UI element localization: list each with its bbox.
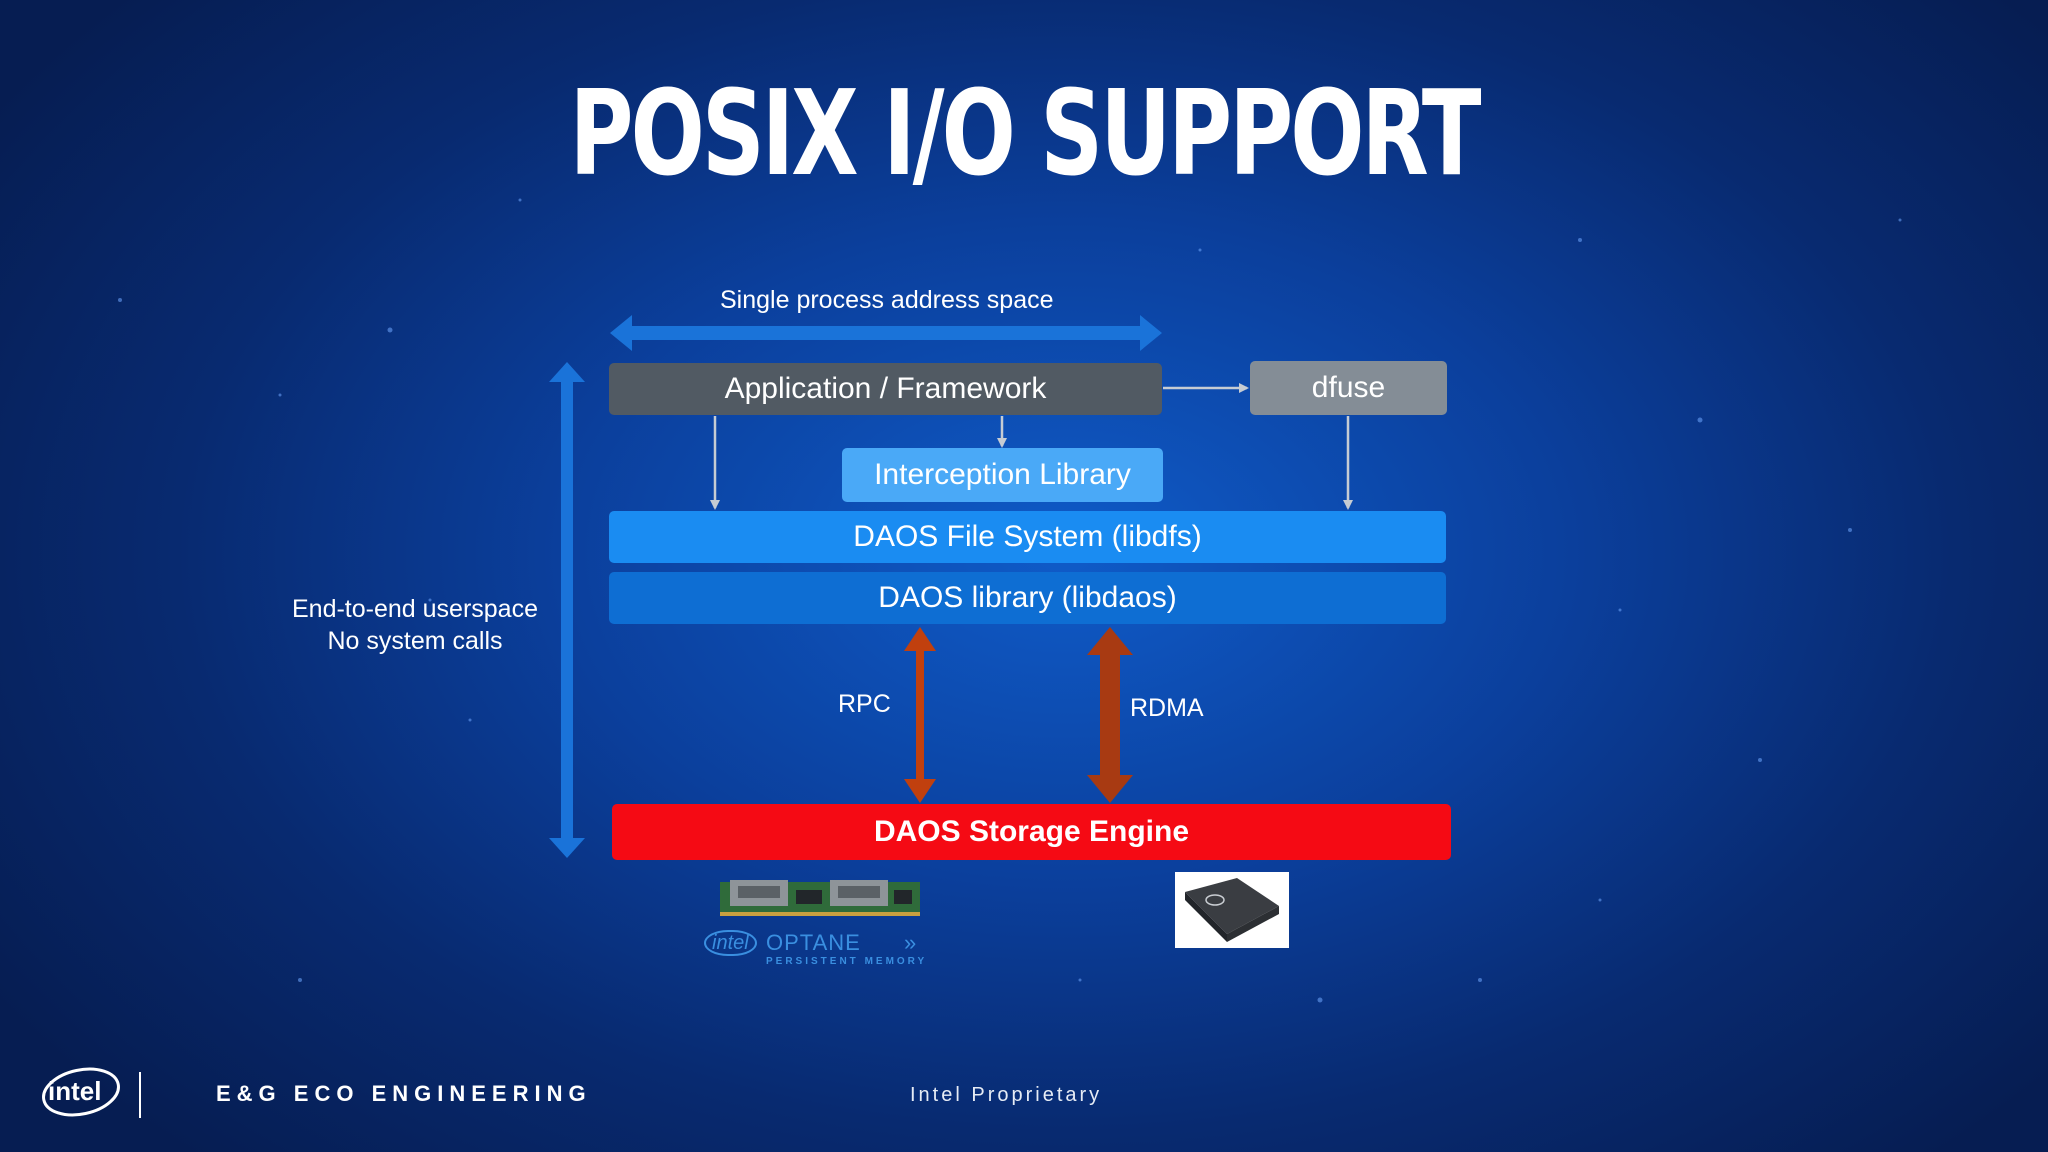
userspace-vertical-arrow <box>549 362 585 858</box>
optane-memory-module-image <box>720 880 920 916</box>
rdma-arrow <box>1087 627 1133 803</box>
userspace-label: End-to-end userspace No system calls <box>285 593 545 657</box>
slide-title: POSIX I/O SUPPORT <box>569 64 1482 202</box>
intel-logo: intel <box>42 1067 120 1117</box>
flow-arrows <box>710 383 1353 510</box>
address-space-label: Single process address space <box>720 286 1054 314</box>
footer-divider <box>139 1072 141 1118</box>
rdma-label: RDMA <box>1130 694 1204 722</box>
libdaos-box: DAOS library (libdaos) <box>609 572 1446 624</box>
footer-classification: Intel Proprietary <box>910 1084 1103 1106</box>
application-framework-box: Application / Framework <box>609 363 1162 415</box>
optane-intel-mark: intel <box>704 930 757 956</box>
address-space-arrow <box>610 315 1162 351</box>
rpc-label: RPC <box>838 690 891 718</box>
footer-department: E&G ECO ENGINEERING <box>216 1081 592 1106</box>
daos-storage-engine-box: DAOS Storage Engine <box>612 804 1451 860</box>
optane-logo: intel OPTANE PERSISTENT MEMORY » <box>704 930 939 970</box>
dfuse-box: dfuse <box>1250 361 1447 415</box>
optane-wordmark: OPTANE <box>766 930 861 955</box>
interception-library-box: Interception Library <box>842 448 1163 502</box>
chevron-right-icon: » <box>904 930 917 955</box>
intel-ssd-image <box>1175 872 1289 948</box>
rpc-arrow <box>904 627 936 803</box>
userspace-label-line2: No system calls <box>327 627 503 655</box>
optane-subtitle: PERSISTENT MEMORY <box>766 956 928 967</box>
userspace-label-line1: End-to-end userspace <box>292 595 538 623</box>
intel-logo-text: intel <box>48 1076 101 1106</box>
libdfs-box: DAOS File System (libdfs) <box>609 511 1446 563</box>
